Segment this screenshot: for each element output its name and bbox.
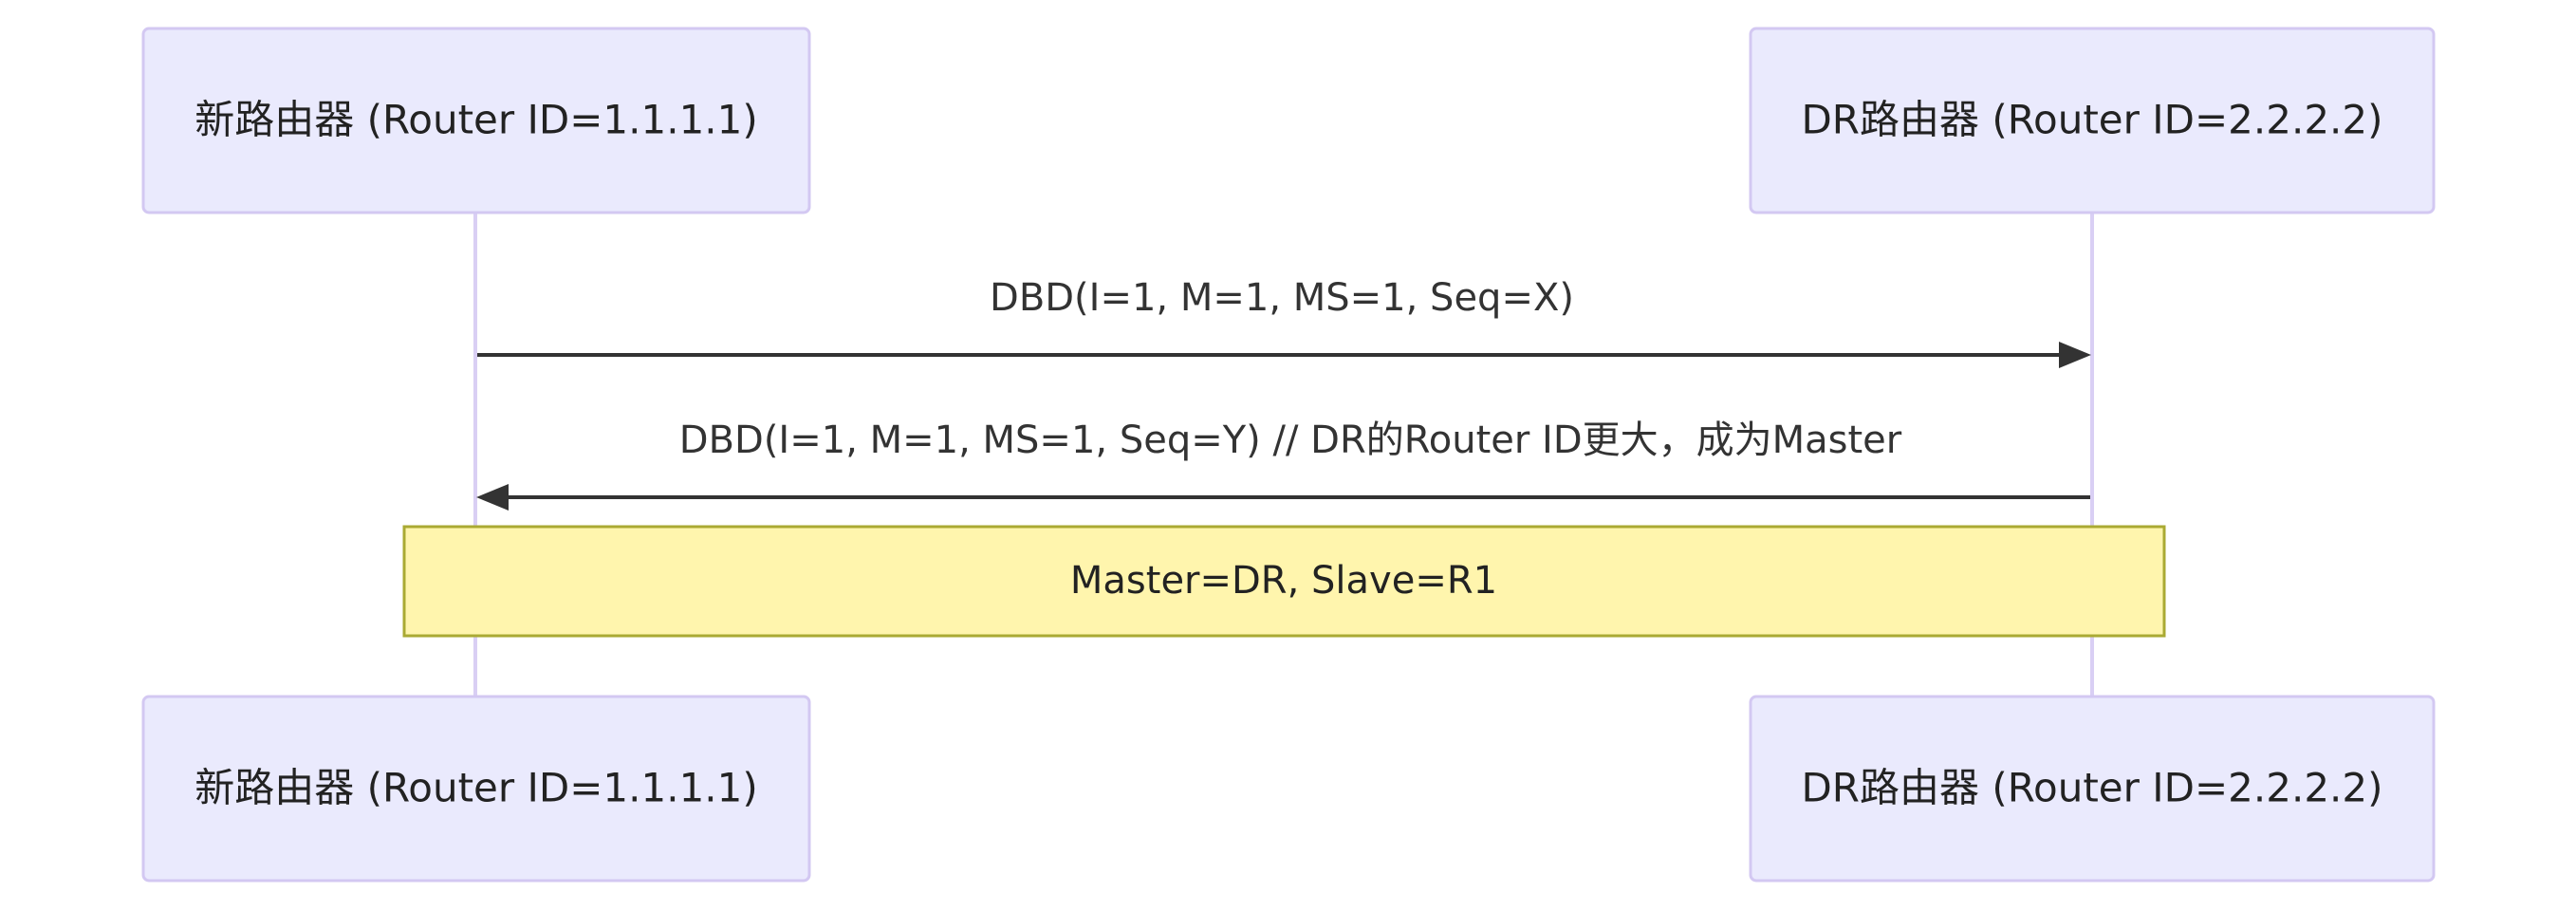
actor-new-router-top-label: 新路由器 (Router ID=1.1.1.1) [195,97,758,143]
actor-new-router-bottom: 新路由器 (Router ID=1.1.1.1) [141,695,811,883]
actor-dr-router-bottom-label: DR路由器 (Router ID=2.2.2.2) [1801,765,2382,811]
note: Master=DR, Slave=R1 [402,525,2166,638]
message-2-label: DBD(I=1, M=1, MS=1, Seq=Y) // DR的Router … [679,418,1902,462]
actor-dr-router-top-label: DR路由器 (Router ID=2.2.2.2) [1801,97,2382,143]
message-2-arrowhead [476,484,509,511]
actor-new-router-bottom-label: 新路由器 (Router ID=1.1.1.1) [195,765,758,811]
actor-dr-router-bottom: DR路由器 (Router ID=2.2.2.2) [1749,695,2436,883]
actor-dr-router-top: DR路由器 (Router ID=2.2.2.2) [1749,27,2436,214]
message-1: DBD(I=1, M=1, MS=1, Seq=X) [477,276,2091,368]
message-1-arrowhead [2059,342,2091,368]
message-2: DBD(I=1, M=1, MS=1, Seq=Y) // DR的Router … [476,418,2090,511]
note-label: Master=DR, Slave=R1 [1070,559,1497,603]
message-1-label: DBD(I=1, M=1, MS=1, Seq=X) [990,276,1574,320]
actor-new-router-top: 新路由器 (Router ID=1.1.1.1) [141,27,811,214]
